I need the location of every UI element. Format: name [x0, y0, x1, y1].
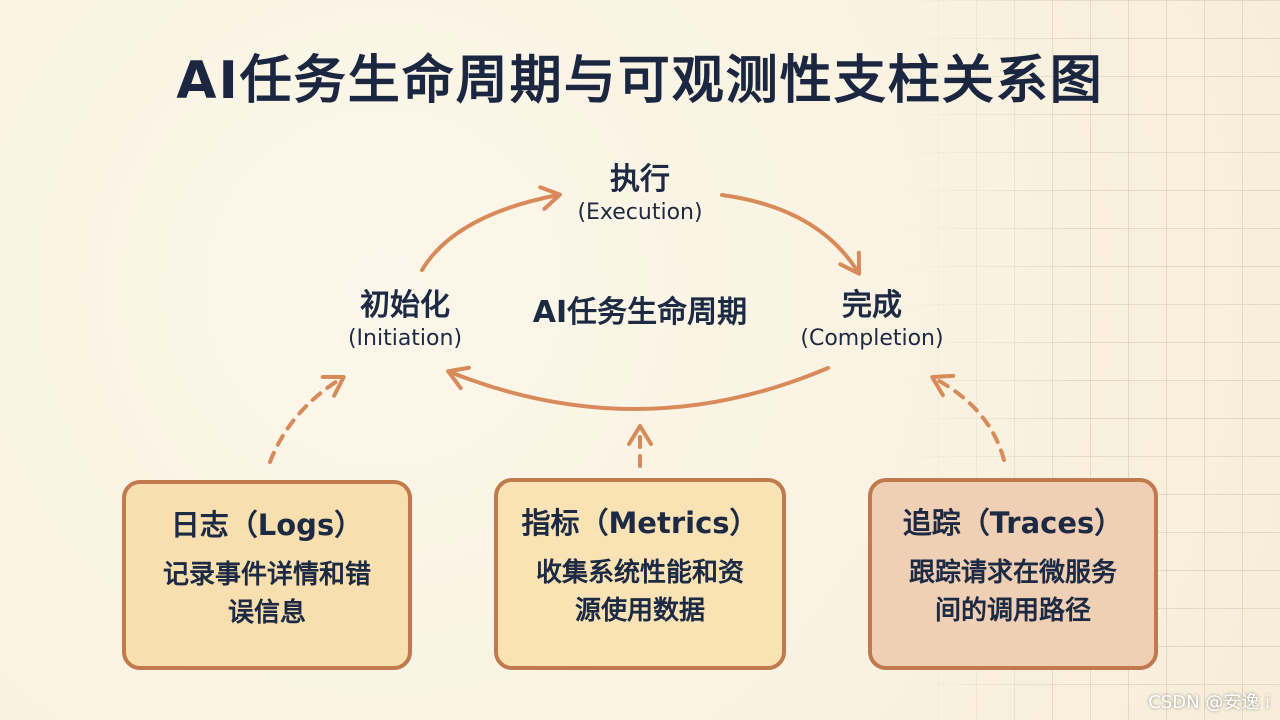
watermark: CSDN @安逸 i [1148, 692, 1270, 713]
pillar-logs-title: 日志（Logs） [170, 508, 364, 542]
pillar-metrics-desc: 收集系统性能和资源使用数据 [535, 558, 744, 626]
pillar-metrics-box: 指标（Metrics） 收集系统性能和资源使用数据 [494, 478, 786, 670]
node-initiation-zh: 初始化 [360, 288, 450, 323]
node-execution-zh: 执行 [610, 162, 670, 197]
node-completion-en: (Completion) [800, 326, 944, 351]
lifecycle-center-label: AI任务生命周期 [532, 295, 748, 330]
node-execution: 执行 (Execution) [565, 162, 715, 228]
pillar-logs-box: 日志（Logs） 记录事件详情和错误信息 [122, 480, 412, 670]
dashed-arrow-traces [930, 373, 1006, 462]
node-completion-zh: 完成 [842, 288, 902, 323]
pillar-traces-title: 追踪（Traces） [902, 506, 1124, 540]
arrow-initiation-to-execution [420, 185, 562, 272]
pillar-traces-box: 追踪（Traces） 跟踪请求在微服务间的调用路径 [868, 478, 1158, 670]
node-execution-en: (Execution) [577, 200, 703, 225]
arrow-execution-to-completion [720, 193, 862, 276]
node-initiation: 初始化 (Initiation) [320, 288, 490, 354]
node-initiation-en: (Initiation) [347, 326, 463, 351]
node-completion: 完成 (Completion) [782, 288, 962, 354]
dashed-arrow-logs [268, 374, 346, 464]
pillar-logs-desc: 记录事件详情和错误信息 [162, 560, 371, 628]
diagram-title: AI任务生命周期与可观测性支柱关系图 [176, 51, 1104, 111]
pillar-metrics-title: 指标（Metrics） [521, 506, 759, 540]
arrow-completion-to-initiation [446, 365, 830, 411]
pillar-traces-desc: 跟踪请求在微服务间的调用路径 [908, 558, 1117, 626]
